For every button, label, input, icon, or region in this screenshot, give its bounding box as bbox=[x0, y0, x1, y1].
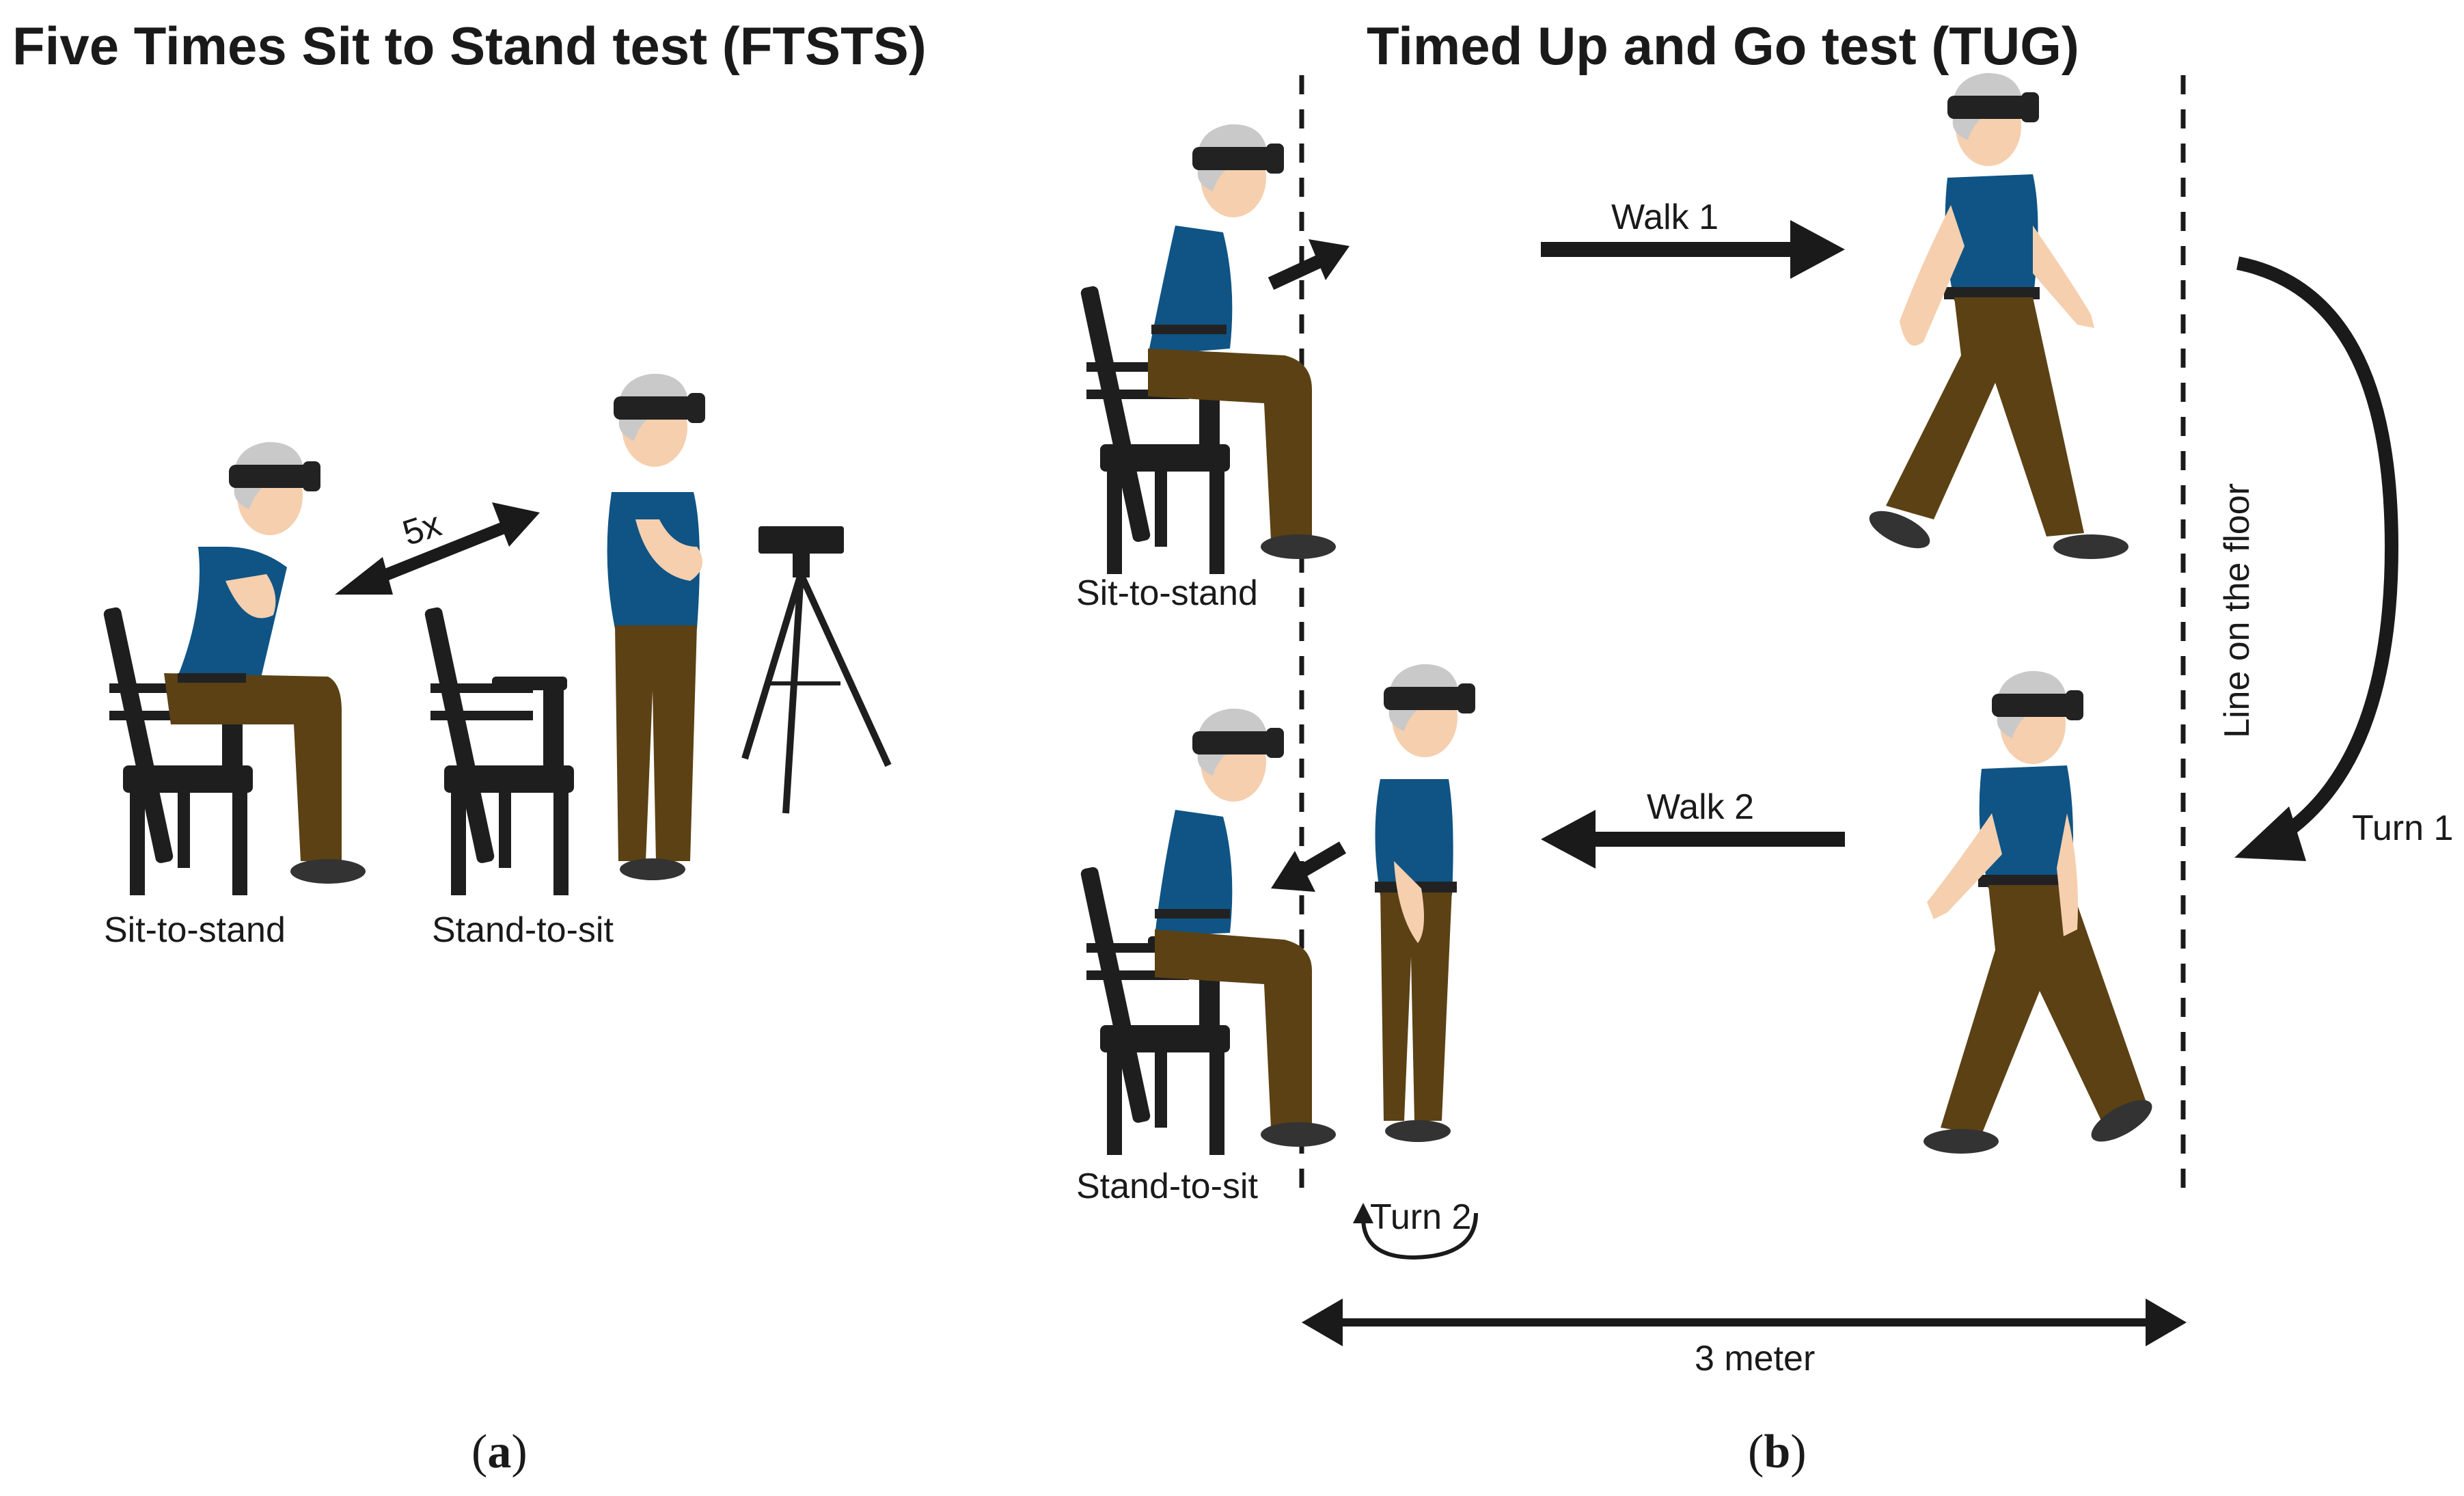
ftsts-sitting-figure bbox=[102, 441, 366, 895]
ftsts-sit-to-stand-label: Sit-to-stand bbox=[104, 910, 286, 950]
tug-walking-figure-2 bbox=[1924, 670, 2152, 1154]
panel-a-label: (a) bbox=[471, 1426, 528, 1478]
floor-line-label: Line on the floor bbox=[2217, 483, 2257, 738]
distance-arrow bbox=[1302, 1298, 2187, 1346]
turn2-arrow bbox=[1353, 1203, 1478, 1260]
tug-stand-to-sit-figure bbox=[1080, 708, 1336, 1155]
tug-stand-to-sit-label: Stand-to-sit bbox=[1076, 1167, 1258, 1206]
distance-label: 3 meter bbox=[1695, 1339, 1816, 1378]
ftsts-standing-figure bbox=[424, 373, 705, 895]
ftsts-stand-to-sit-label: Stand-to-sit bbox=[432, 910, 614, 950]
walk1-arrow bbox=[1541, 220, 1845, 279]
ftsts-repeat-arrow bbox=[335, 502, 540, 595]
walk2-arrow bbox=[1541, 810, 1845, 869]
tug-standing-figure bbox=[1375, 664, 1475, 1142]
turn2-label: Turn 2 bbox=[1370, 1197, 1472, 1237]
turn1-label: Turn 1 bbox=[2352, 808, 2454, 848]
turn1-arrow bbox=[2234, 256, 2399, 861]
tug-sit-arrow bbox=[1271, 841, 1347, 892]
tug-sit-to-stand-label: Sit-to-stand bbox=[1076, 573, 1258, 613]
tug-walking-figure-1 bbox=[1869, 72, 2128, 559]
tug-sit-to-stand-figure bbox=[1080, 124, 1336, 574]
walk2-label: Walk 2 bbox=[1647, 787, 1754, 827]
ftsts-title: Five Times Sit to Stand test (FTSTS) bbox=[12, 16, 927, 76]
tug-title: Timed Up and Go test (TUG) bbox=[1367, 16, 2079, 76]
camera-tripod bbox=[741, 526, 892, 814]
walk1-label: Walk 1 bbox=[1611, 198, 1719, 237]
tug-stand-arrow bbox=[1268, 239, 1350, 290]
panel-b-label: (b) bbox=[1748, 1426, 1807, 1478]
